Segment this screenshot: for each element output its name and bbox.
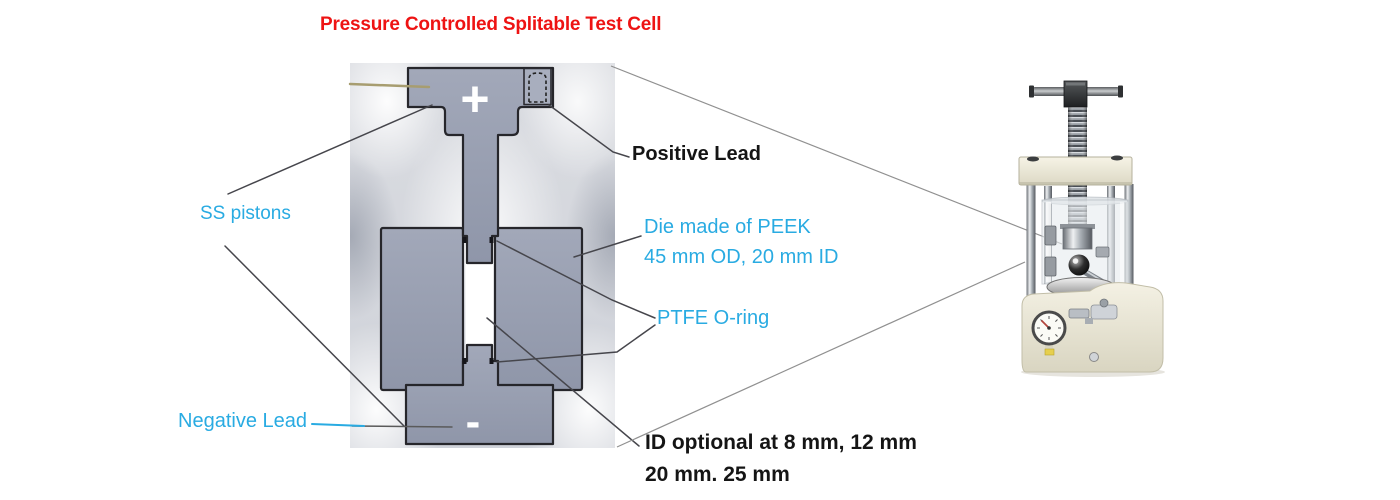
press-top-plate: [1018, 156, 1133, 186]
label-die-material-line2: 45 mm OD, 20 mm ID: [644, 246, 839, 268]
label-id-options-line1: ID optional at 8 mm, 12 mm: [645, 431, 917, 454]
leader-ss-pistons-bottom: [224, 245, 405, 427]
o-ring-top-right: [489, 237, 494, 243]
projection-line-bottom: [616, 261, 1026, 448]
figure-title: Pressure Controlled Splitable Test Cell: [320, 14, 662, 35]
press-pressure-gauge: [1031, 310, 1067, 356]
t-handle-cap-left: [1029, 85, 1034, 98]
leader-id-optional: [486, 317, 640, 447]
press-rod-outer-right: [1124, 184, 1134, 296]
leader-positive-lead: [548, 104, 630, 158]
press-ball-handle: [1068, 254, 1090, 276]
press-plate-bolt-right: [1111, 155, 1123, 161]
press-plate-edge: [1019, 182, 1132, 185]
t-handle-hub-highlight: [1066, 82, 1085, 86]
press-rod-outer-left: [1026, 184, 1036, 300]
press-latch-right: [1095, 246, 1110, 258]
label-die-material-line1: Die made of PEEK: [644, 216, 811, 238]
leader-negative-lead-inner: [351, 425, 453, 428]
o-ring-marks: [462, 237, 494, 364]
press-photo: [1018, 80, 1165, 377]
label-ptfe-oring: PTFE O-ring: [657, 307, 770, 329]
test-cell-schematic: + -: [379, 66, 584, 446]
leader-tan-top: [348, 82, 431, 89]
press-valve-fittings: [1068, 298, 1118, 324]
leader-ss-pistons-top: [227, 104, 433, 195]
leader-ptfe-lower: [496, 324, 656, 363]
top-piston: [406, 66, 555, 265]
positive-terminal-slot: [523, 67, 552, 106]
label-ss-pistons: SS pistons: [200, 203, 291, 224]
o-ring-top-left: [462, 237, 467, 243]
press-t-handle: [1029, 80, 1123, 108]
gauge-stem: [1045, 342, 1053, 350]
press-piston: [1062, 227, 1093, 250]
t-handle-hub: [1063, 80, 1088, 108]
press-base-screw: [1089, 352, 1099, 362]
o-ring-bottom-right: [489, 358, 494, 364]
t-handle-cap-right: [1118, 85, 1123, 98]
sample-chamber: [465, 246, 494, 360]
label-positive-lead: Positive Lead: [632, 143, 761, 165]
callout-lines: [224, 104, 656, 447]
leader-negative-lead-cyan: [311, 423, 365, 427]
press-base: [1021, 282, 1164, 373]
press-latch-lower: [1044, 256, 1057, 277]
projection-line-top: [610, 65, 1063, 245]
press-plate-bolt-left: [1027, 156, 1039, 162]
o-ring-bottom-left: [462, 358, 467, 364]
leader-ptfe-upper: [496, 240, 656, 319]
press-ball-highlight: [1072, 258, 1079, 264]
gauge-hub: [1047, 326, 1051, 330]
leader-die-peek: [573, 235, 642, 258]
die-right-block: [493, 226, 584, 392]
positive-terminal-pin: [528, 72, 547, 103]
label-negative-lead: Negative Lead: [178, 410, 307, 432]
press-piston-cap: [1060, 224, 1095, 229]
gauge-label-sticker: [1044, 348, 1055, 356]
positive-symbol: +: [460, 71, 489, 127]
press-glass-highlight-right: [1120, 202, 1124, 282]
press-latch-upper: [1044, 225, 1057, 246]
die-left-block: [379, 226, 465, 392]
label-id-options-line2: 20 mm. 25 mm: [645, 463, 790, 486]
negative-symbol: -: [466, 397, 481, 446]
